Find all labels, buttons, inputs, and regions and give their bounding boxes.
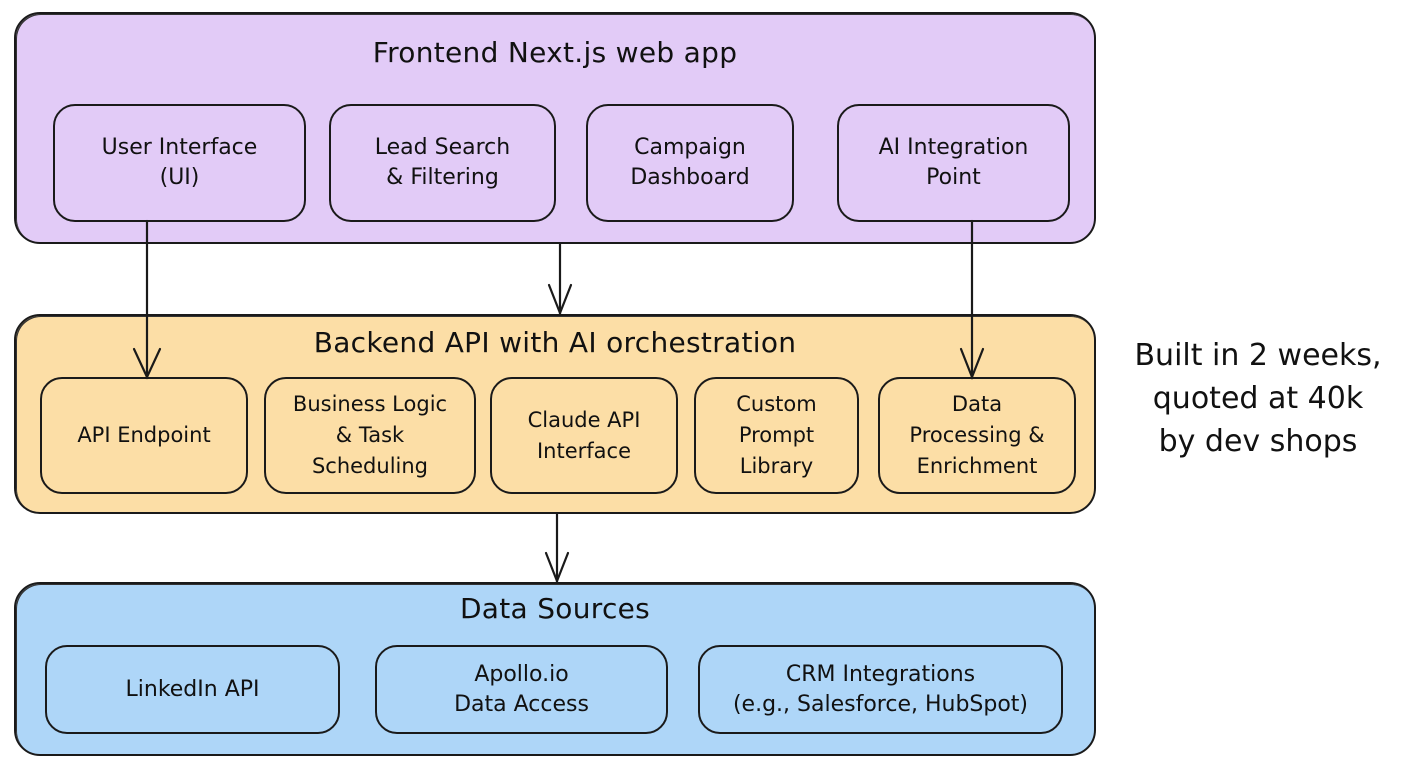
frontend-layer-title: Frontend Next.js web app — [372, 36, 738, 69]
component-claude-api-interface: Claude API Interface — [490, 377, 678, 494]
component-ai-integration-point: AI Integration Point — [837, 104, 1070, 222]
component-apollo-data-access: Apollo.io Data Access — [375, 645, 668, 734]
component-campaign-dashboard: Campaign Dashboard — [586, 104, 794, 222]
backend-layer: Backend API with AI orchestration API En… — [14, 314, 1096, 514]
component-api-endpoint: API Endpoint — [40, 377, 248, 494]
data-sources-layer-title: Data Sources — [459, 592, 651, 625]
data-sources-layer: Data Sources LinkedIn API Apollo.io Data… — [14, 582, 1096, 756]
component-linkedin-api: LinkedIn API — [45, 645, 340, 734]
component-business-logic: Business Logic & Task Scheduling — [264, 377, 476, 494]
component-custom-prompt-library: Custom Prompt Library — [694, 377, 859, 494]
arrow-backend-to-data-sources — [544, 512, 570, 585]
backend-layer-title: Backend API with AI orchestration — [313, 326, 797, 359]
side-note-annotation: Built in 2 weeks, quoted at 40k by dev s… — [1134, 338, 1382, 459]
frontend-layer: Frontend Next.js web app User Interface … — [14, 12, 1096, 244]
component-data-processing: Data Processing & Enrichment — [878, 377, 1076, 494]
component-crm-integrations: CRM Integrations (e.g., Salesforce, HubS… — [698, 645, 1063, 734]
component-lead-search: Lead Search & Filtering — [329, 104, 556, 222]
arrow-frontend-to-backend — [547, 242, 573, 317]
component-user-interface: User Interface (UI) — [53, 104, 306, 222]
